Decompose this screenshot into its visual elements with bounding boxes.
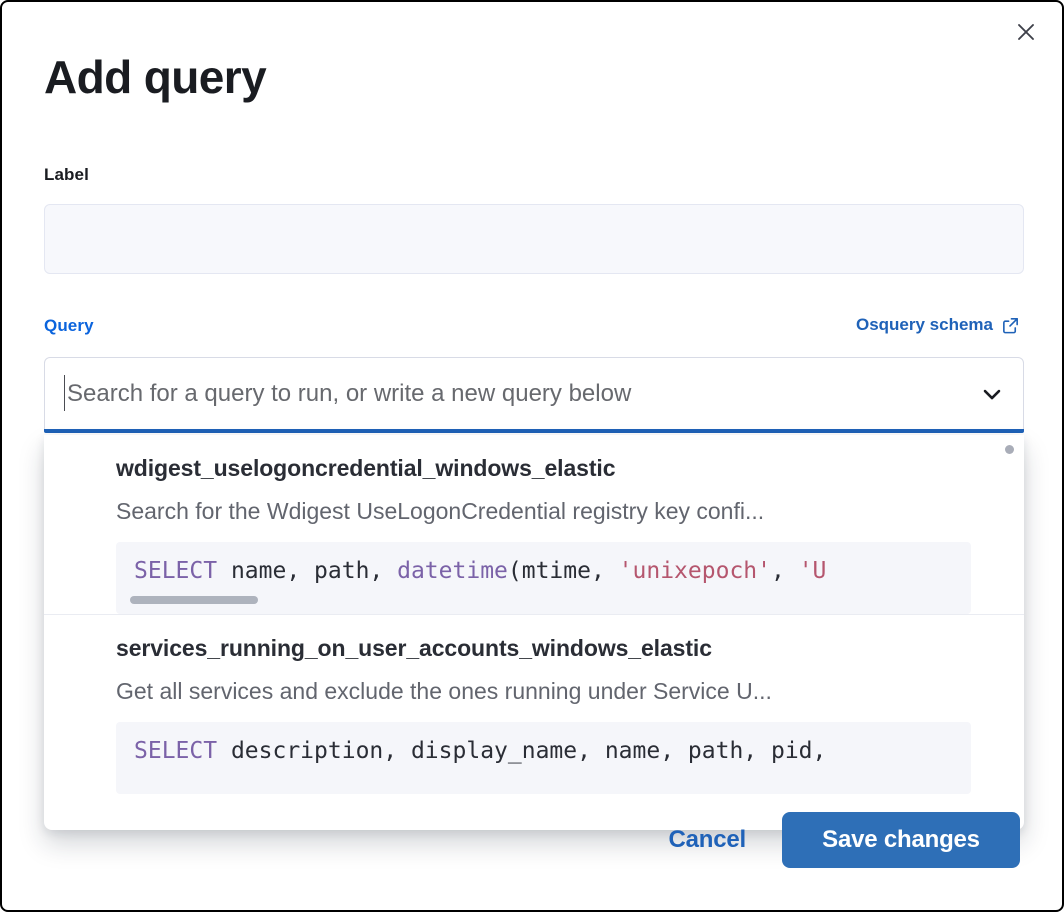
osquery-schema-link[interactable]: Osquery schema bbox=[856, 315, 1020, 335]
cancel-button[interactable]: Cancel bbox=[660, 826, 754, 854]
osquery-schema-link-label: Osquery schema bbox=[855, 315, 993, 334]
query-option-title: wdigest_uselogoncredential_windows_elast… bbox=[116, 455, 616, 481]
code-horizontal-scrollbar bbox=[116, 766, 971, 794]
query-option-code-block: SELECT name, path, datetime(mtime, 'unix… bbox=[116, 542, 971, 614]
query-option-title: services_running_on_user_accounts_window… bbox=[116, 635, 712, 661]
query-option-sql: SELECT name, path, datetime(mtime, 'unix… bbox=[134, 558, 827, 584]
page-title: Add query bbox=[44, 51, 267, 103]
label-field-label: Label bbox=[44, 165, 89, 184]
external-link-icon bbox=[1001, 316, 1020, 335]
query-option-description: Search for the Wdigest UseLogonCredentia… bbox=[116, 498, 765, 524]
close-icon bbox=[1014, 20, 1038, 44]
query-combobox[interactable]: Search for a query to run, or write a ne… bbox=[44, 357, 1024, 430]
query-suggestions-dropdown: wdigest_uselogoncredential_windows_elast… bbox=[44, 435, 1024, 830]
close-icon-button[interactable] bbox=[1006, 12, 1046, 52]
query-option-description: Get all services and exclude the ones ru… bbox=[116, 678, 772, 704]
modal-footer: Cancel Save changes bbox=[660, 812, 1020, 868]
list-item[interactable]: services_running_on_user_accounts_window… bbox=[44, 614, 1024, 794]
query-field-label: Query bbox=[44, 316, 94, 335]
code-scrollbar-thumb[interactable] bbox=[130, 596, 258, 604]
label-input[interactable] bbox=[44, 204, 1024, 274]
list-item[interactable]: wdigest_uselogoncredential_windows_elast… bbox=[44, 435, 1024, 614]
text-cursor bbox=[64, 375, 65, 411]
query-option-code-block: SELECT description, display_name, name, … bbox=[116, 722, 971, 794]
combobox-focus-underline bbox=[44, 429, 1024, 433]
dropdown-scrollbar[interactable] bbox=[1005, 445, 1014, 454]
code-horizontal-scrollbar[interactable] bbox=[116, 586, 971, 614]
query-option-sql: SELECT description, display_name, name, … bbox=[134, 738, 827, 764]
query-combobox-placeholder: Search for a query to run, or write a ne… bbox=[67, 379, 632, 407]
chevron-down-icon[interactable] bbox=[975, 377, 1009, 411]
save-changes-button[interactable]: Save changes bbox=[782, 812, 1020, 868]
